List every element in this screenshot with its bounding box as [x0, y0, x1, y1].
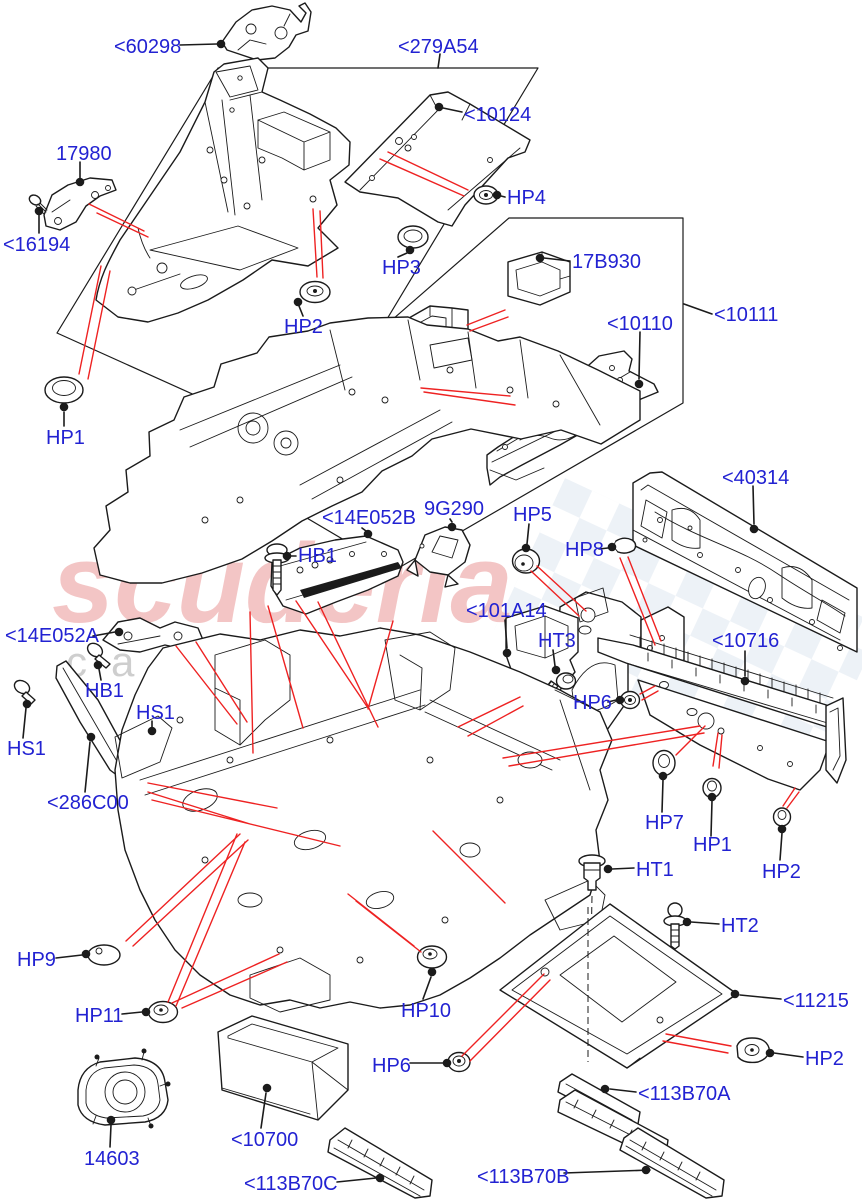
part-duct-17B930: [507, 251, 571, 306]
part-bracket-17980: [43, 177, 117, 231]
part-ladder-frame: [93, 316, 641, 584]
part-ring-hp1-b: [702, 777, 722, 799]
part-mount-14603: [77, 1048, 171, 1129]
part-valance-panel: [637, 679, 847, 791]
part-clip-hp8: [613, 537, 637, 554]
part-rail-113B70B: [619, 1127, 725, 1199]
part-box-10700: [217, 1015, 349, 1121]
part-bracket-60298: [221, 2, 312, 61]
part-plug-hp5: [511, 548, 541, 574]
part-pad-hp11: [147, 1000, 179, 1024]
leader-lines: [22, 39, 804, 1183]
part-grommet-hp1-a: [44, 376, 84, 404]
part-washer-hp6-b: [447, 1051, 471, 1073]
part-bracket-14E052A: [102, 617, 204, 653]
part-bolt-ht2: [663, 902, 687, 1013]
part-pad-hp2-c: [736, 1037, 770, 1064]
part-ring-hp7: [652, 749, 676, 777]
part-pad-hp10: [416, 945, 448, 969]
part-wheelhouse-assembly: [95, 57, 351, 323]
part-bracket-9G290: [406, 526, 471, 588]
part-bolt-hb1-a: [264, 543, 290, 596]
part-panel-10124: [344, 91, 531, 227]
part-ring-hp2-b: [772, 807, 792, 827]
part-floorpan: [114, 627, 613, 1013]
part-screw-hs1-b: [13, 679, 36, 705]
part-grommet-hp3: [397, 225, 429, 249]
part-bolt-hb1-b: [86, 642, 111, 669]
part-pad-hp9: [87, 944, 121, 966]
part-grommet-hp4: [473, 185, 499, 205]
part-grommet-hp2-a: [299, 280, 331, 304]
red-pointer-lines: [78, 151, 800, 1062]
part-rail-113B70C: [327, 1127, 433, 1199]
part-bracket-14E052B: [270, 535, 404, 615]
